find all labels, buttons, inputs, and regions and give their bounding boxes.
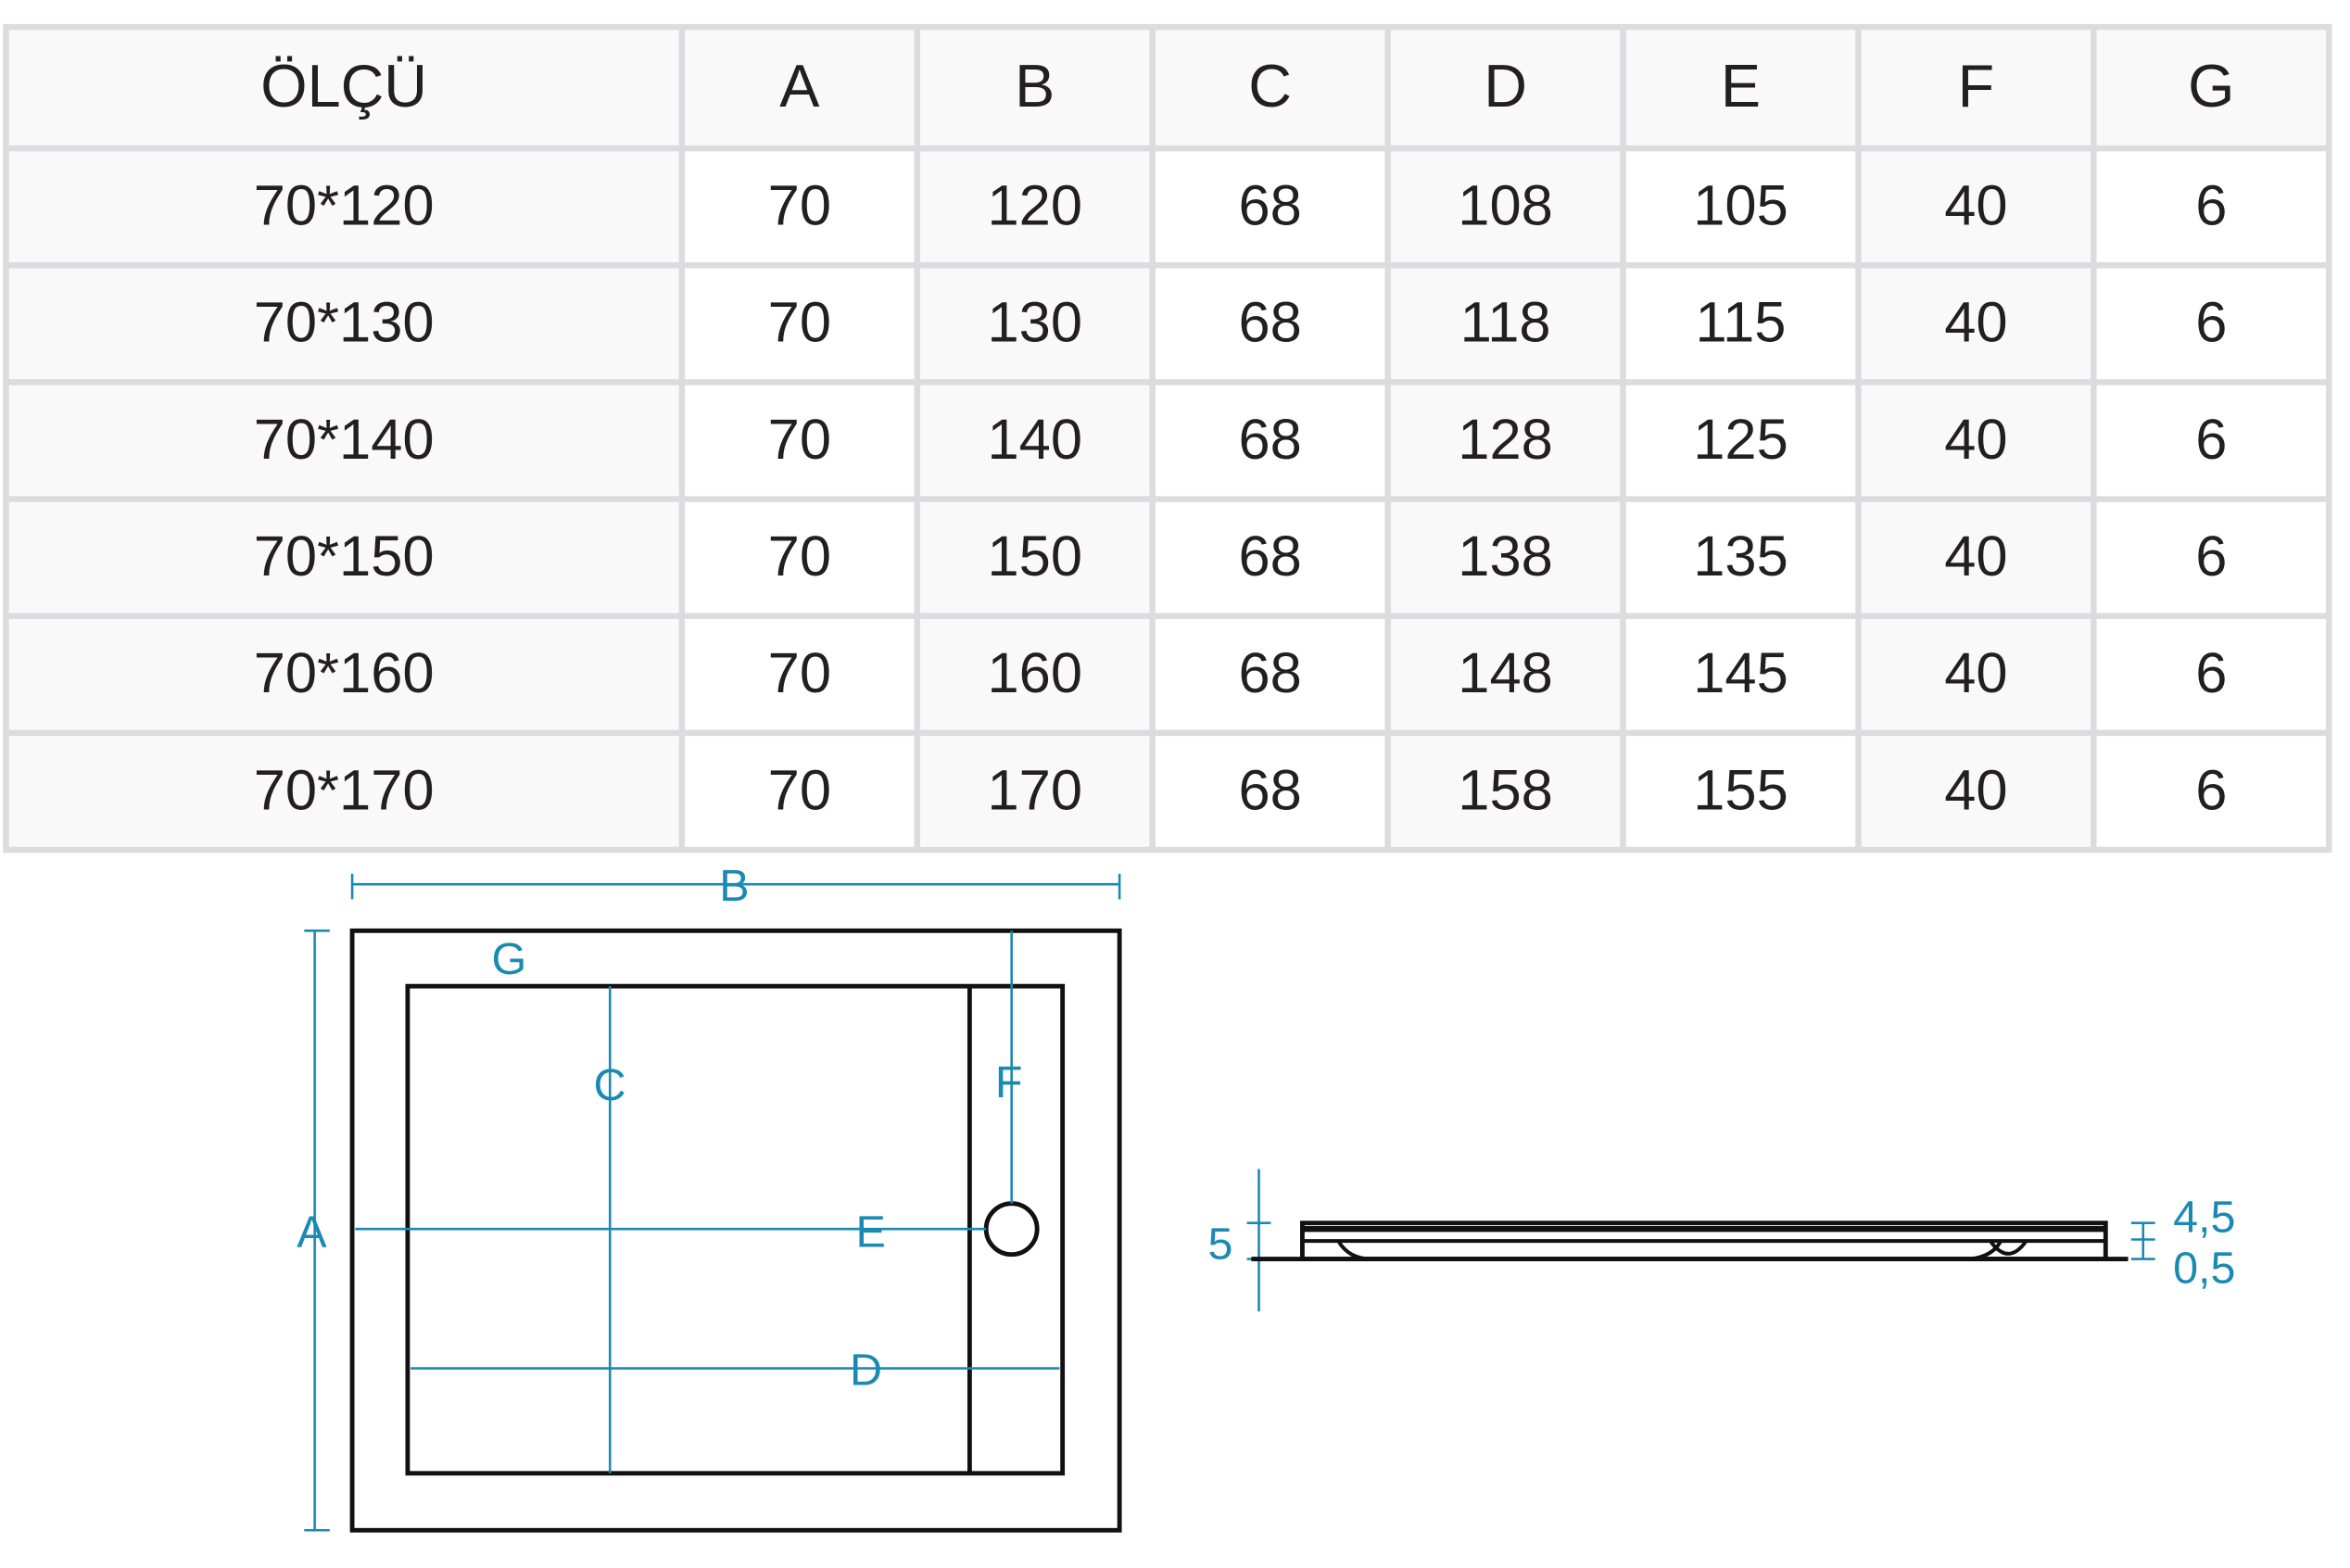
label-c: C [593, 1060, 625, 1110]
header-cell: B [920, 30, 1150, 145]
drain-hole [983, 1201, 1040, 1258]
table-cell: 70 [685, 618, 915, 730]
table-cell: 40 [1861, 385, 2091, 497]
table-cell: 138 [1390, 501, 1621, 613]
header-cell: G [2096, 30, 2327, 145]
table-cell: 70 [685, 501, 915, 613]
table-cell: 40 [1861, 151, 2091, 263]
table-cell: 68 [1155, 501, 1385, 613]
table-cell: 70*140 [8, 385, 679, 497]
table-cell: 160 [920, 618, 1150, 730]
table-cell: 68 [1155, 618, 1385, 730]
label-d: D [850, 1345, 882, 1395]
label-g: G [491, 934, 526, 984]
label-e: E [855, 1208, 885, 1258]
header-cell: D [1390, 30, 1621, 145]
label-b: B [719, 861, 749, 911]
table-cell: 170 [920, 736, 1150, 847]
table-cell: 148 [1390, 618, 1621, 730]
table-cell: 6 [2096, 385, 2327, 497]
table-cell: 145 [1625, 618, 1856, 730]
top-view [349, 928, 1122, 1533]
table-cell: 140 [920, 385, 1150, 497]
table-cell: 70 [685, 268, 915, 380]
label-f: F [995, 1057, 1023, 1107]
table-cell: 108 [1390, 151, 1621, 263]
table-cell: 40 [1861, 618, 2091, 730]
table-cell: 70 [685, 385, 915, 497]
table-cell: 70*170 [8, 736, 679, 847]
table-cell: 70 [685, 736, 915, 847]
table-cell: 125 [1625, 385, 1856, 497]
table-cell: 40 [1861, 501, 2091, 613]
outer-outline [349, 928, 1122, 1533]
label-height-upper: 4,5 [2173, 1192, 2235, 1242]
table-cell: 68 [1155, 385, 1385, 497]
table-cell: 68 [1155, 736, 1385, 847]
table-cell: 6 [2096, 618, 2327, 730]
table-cell: 70*160 [8, 618, 679, 730]
table-cell: 135 [1625, 501, 1856, 613]
table-cell: 6 [2096, 268, 2327, 380]
table-cell: 155 [1625, 736, 1856, 847]
table-cell: 6 [2096, 736, 2327, 847]
table-cell: 70*130 [8, 268, 679, 380]
table-cell: 150 [920, 501, 1150, 613]
header-cell: E [1625, 30, 1856, 145]
header-cell: F [1861, 30, 2091, 145]
table-cell: 6 [2096, 151, 2327, 263]
table-cell: 118 [1390, 268, 1621, 380]
table-cell: 158 [1390, 736, 1621, 847]
table-cell: 130 [920, 268, 1150, 380]
label-a: A [297, 1208, 327, 1258]
side-view [1251, 1220, 2129, 1261]
table-cell: 128 [1390, 385, 1621, 497]
table-cell: 115 [1625, 268, 1856, 380]
table-cell: 105 [1625, 151, 1856, 263]
label-height-lower: 0,5 [2173, 1243, 2235, 1293]
dimension-lines [304, 873, 2155, 1532]
header-cell: C [1155, 30, 1385, 145]
header-cell: A [685, 30, 915, 145]
table-cell: 68 [1155, 151, 1385, 263]
label-height-total: 5 [1208, 1220, 1233, 1270]
table-cell: 40 [1861, 736, 2091, 847]
table-cell: 6 [2096, 501, 2327, 613]
table-cell: 70*120 [8, 151, 679, 263]
table-cell: 120 [920, 151, 1150, 263]
table-cell: 68 [1155, 268, 1385, 380]
header-cell: ÖLÇÜ [8, 30, 679, 145]
table-cell: 70 [685, 151, 915, 263]
table-cell: 70*150 [8, 501, 679, 613]
table-cell: 40 [1861, 268, 2091, 380]
